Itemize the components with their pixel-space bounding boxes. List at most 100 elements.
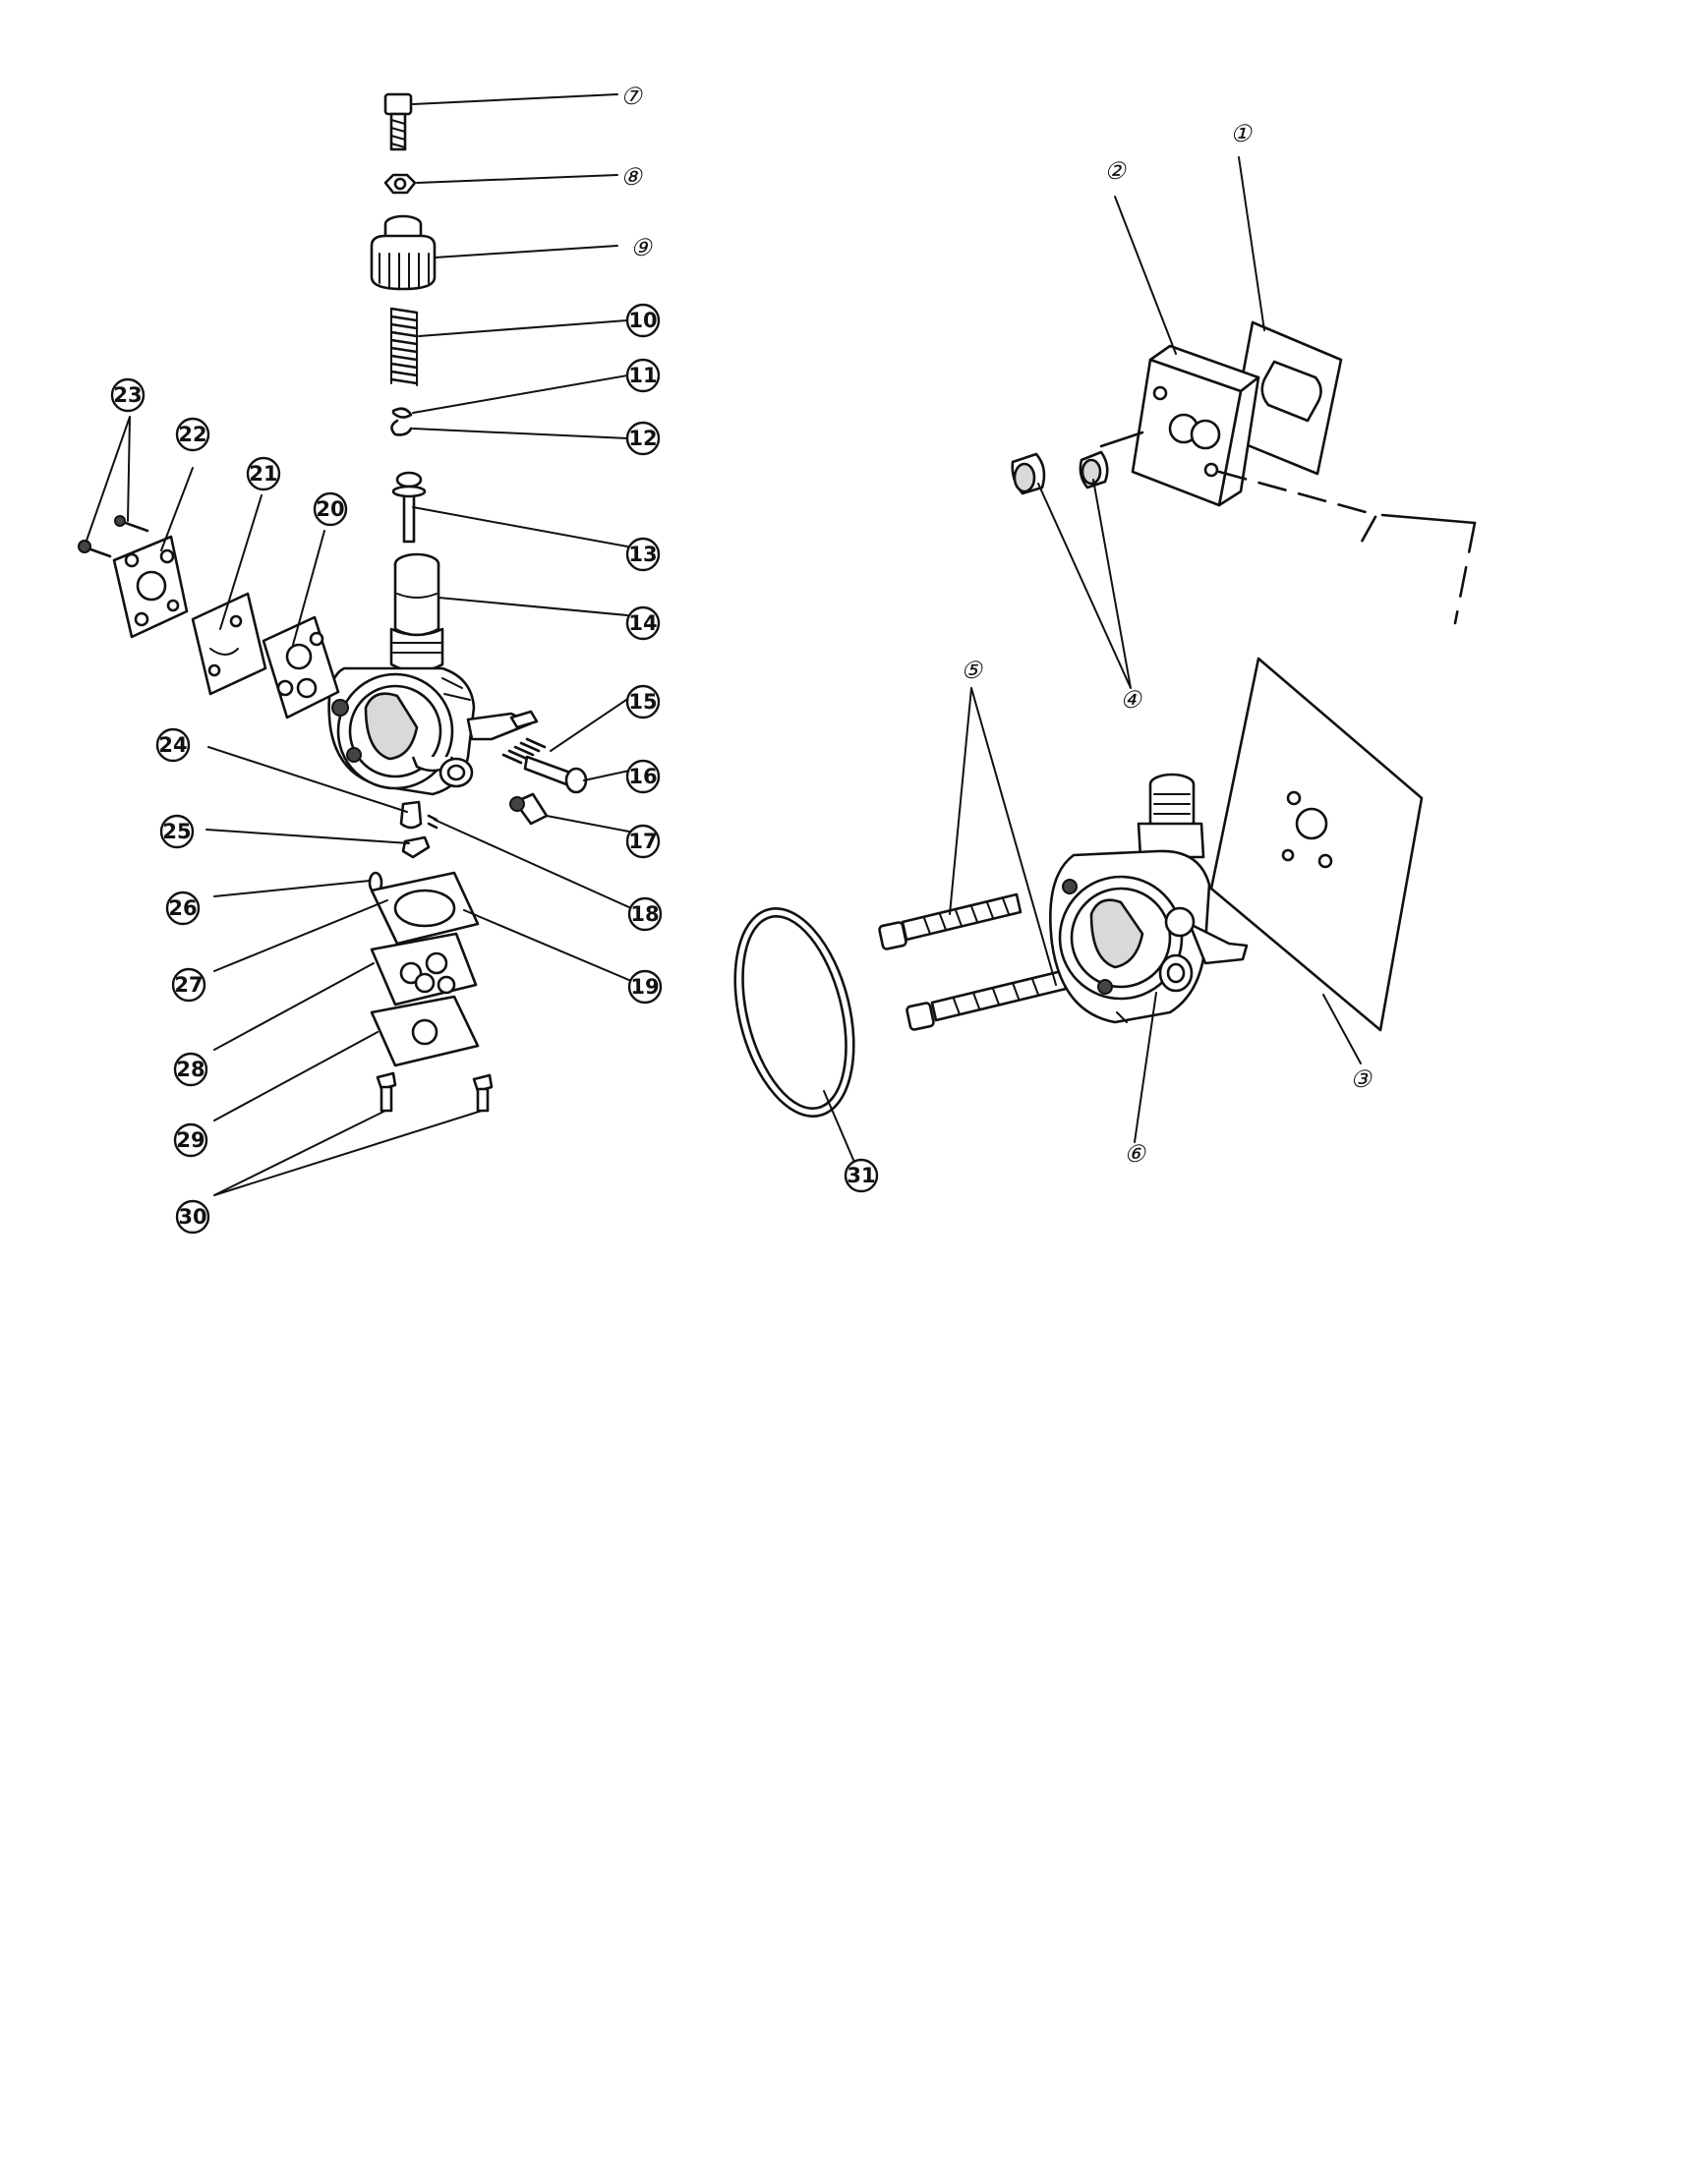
callout-26: 26 bbox=[165, 891, 201, 926]
callout-23: 23 bbox=[110, 377, 146, 413]
callout-8: ⑧ bbox=[620, 163, 643, 191]
part-6-carburetor-body bbox=[1049, 773, 1249, 1024]
callout-number: 19 bbox=[630, 975, 659, 999]
callout-21: 21 bbox=[246, 456, 281, 491]
callout-circle bbox=[844, 1158, 879, 1193]
callout-24: 24 bbox=[155, 727, 191, 763]
callout-28: 28 bbox=[173, 1052, 208, 1087]
callout-number: 31 bbox=[847, 1164, 875, 1187]
callout-circle bbox=[175, 417, 210, 452]
callout-number: 27 bbox=[174, 973, 203, 997]
part-15-16-idle-screw bbox=[501, 737, 588, 794]
callout-circle bbox=[627, 969, 663, 1005]
part-11-12-clips bbox=[390, 407, 413, 436]
assembly-dash-line bbox=[1217, 470, 1477, 625]
callout-labels: ①②③④⑤⑥⑦⑧⑨1011121314151617181920212223242… bbox=[110, 83, 1373, 1235]
callout-circle bbox=[625, 537, 661, 572]
part-10-spring bbox=[389, 307, 419, 386]
callout-number: 17 bbox=[628, 830, 657, 853]
part-23-screws bbox=[78, 515, 149, 558]
callout-number: 11 bbox=[628, 364, 657, 387]
part-31-o-ring bbox=[733, 907, 855, 1118]
callout-14: 14 bbox=[625, 605, 661, 641]
part-30-cover-screws bbox=[376, 1071, 494, 1113]
callout-25: 25 bbox=[159, 814, 195, 849]
callout-number: 24 bbox=[158, 733, 187, 757]
callout-circle bbox=[625, 358, 661, 393]
carburetor-main-body-left bbox=[327, 666, 539, 796]
callout-number: 18 bbox=[630, 902, 659, 926]
callout-circle bbox=[155, 727, 191, 763]
callout-number: ⑦ bbox=[620, 83, 643, 110]
callout-22: 22 bbox=[175, 417, 210, 452]
callout-number: ⑥ bbox=[1124, 1140, 1146, 1168]
callout-circle bbox=[246, 456, 281, 491]
callout-16: 16 bbox=[625, 759, 661, 794]
callout-17: 17 bbox=[625, 824, 661, 859]
part-25-control-lever bbox=[401, 835, 431, 859]
callout-number: ⑧ bbox=[620, 163, 643, 191]
part-28-diaphragm bbox=[370, 932, 478, 1006]
callout-number: 30 bbox=[178, 1205, 206, 1229]
callout-number: 28 bbox=[176, 1058, 205, 1081]
part-9-adjusting-cap bbox=[370, 214, 437, 291]
callout-number: ⑨ bbox=[630, 234, 653, 261]
callout-15: 15 bbox=[625, 684, 661, 719]
callout-number: 12 bbox=[628, 427, 657, 450]
callout-number: ③ bbox=[1350, 1065, 1373, 1093]
callout-number: 29 bbox=[176, 1128, 205, 1152]
part-13-pin bbox=[391, 471, 427, 544]
callout-13: 13 bbox=[625, 537, 661, 572]
callout-circle bbox=[625, 421, 661, 456]
callout-4: ④ bbox=[1120, 686, 1142, 714]
callout-3: ③ bbox=[1350, 1065, 1373, 1093]
callout-number: 10 bbox=[628, 309, 657, 332]
part-20-gasket bbox=[262, 615, 340, 719]
callout-number: 22 bbox=[178, 423, 206, 446]
callout-20: 20 bbox=[313, 491, 348, 527]
callout-circle bbox=[625, 684, 661, 719]
callout-11: 11 bbox=[625, 358, 661, 393]
callout-circle bbox=[625, 303, 661, 338]
callout-number: 23 bbox=[113, 383, 142, 407]
part-19-gasket bbox=[370, 871, 480, 946]
part-7-adjusting-screw bbox=[383, 92, 413, 151]
callout-number: 20 bbox=[316, 497, 344, 521]
callout-circle bbox=[625, 605, 661, 641]
callout-circle bbox=[171, 967, 206, 1003]
callout-circle bbox=[313, 491, 348, 527]
callout-19: 19 bbox=[627, 969, 663, 1005]
callout-number: 25 bbox=[162, 820, 191, 843]
callout-circle bbox=[173, 1052, 208, 1087]
callout-18: 18 bbox=[627, 896, 663, 932]
callout-12: 12 bbox=[625, 421, 661, 456]
part-5-bolts bbox=[878, 892, 1068, 1031]
callout-number: ⑤ bbox=[961, 657, 983, 684]
callout-27: 27 bbox=[171, 967, 206, 1003]
callout-number: ④ bbox=[1120, 686, 1142, 714]
part-24-inlet-needle bbox=[399, 800, 423, 830]
callout-circle bbox=[159, 814, 195, 849]
part-18-lever-spring bbox=[427, 814, 438, 830]
callout-circle bbox=[625, 824, 661, 859]
callout-7: ⑦ bbox=[620, 83, 643, 110]
callout-number: 26 bbox=[168, 896, 197, 920]
callout-number: ② bbox=[1104, 157, 1127, 185]
callout-6: ⑥ bbox=[1124, 1140, 1146, 1168]
part-22-plate bbox=[112, 535, 189, 639]
left-carburetor-exploded-view bbox=[78, 92, 588, 1113]
callout-9: ⑨ bbox=[630, 234, 653, 261]
callout-circle bbox=[173, 1122, 208, 1158]
part-21-gasket bbox=[191, 592, 267, 696]
callout-10: 10 bbox=[625, 303, 661, 338]
part-17-mixture-needle bbox=[509, 792, 549, 826]
part-4-plugs bbox=[1011, 431, 1144, 495]
callout-number: 14 bbox=[628, 611, 657, 635]
part-2-insulator-block bbox=[1131, 344, 1260, 507]
part-14-throttle-body bbox=[389, 552, 444, 673]
callout-circle bbox=[110, 377, 146, 413]
callout-2: ② bbox=[1104, 157, 1127, 185]
callout-circle bbox=[627, 896, 663, 932]
leader-lines bbox=[86, 93, 1362, 1196]
